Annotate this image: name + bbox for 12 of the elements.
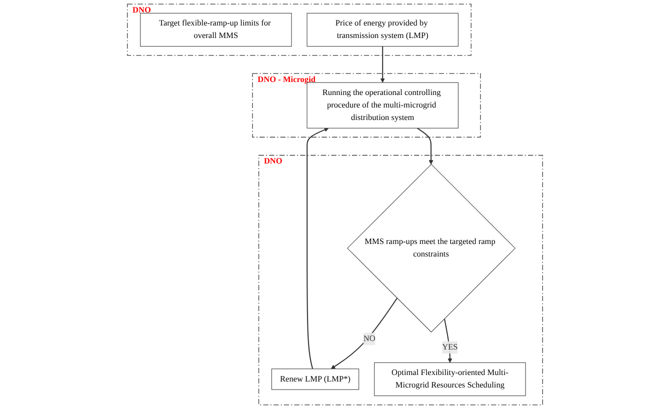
edge-label: YES: [442, 342, 458, 352]
arrow: [330, 298, 398, 370]
process-box: Renew LMP (LMP*): [271, 368, 360, 390]
arrow: [380, 46, 385, 83]
process-box: Price of energy provided by transmission system (LMP): [306, 12, 458, 47]
edge-label: NO: [363, 334, 376, 344]
process-box: Optimal Flexibility-oriented Multi-Microgrid Resources Scheduling: [374, 362, 526, 396]
arrow: [416, 128, 434, 165]
process-box: Running the operational controlling procedure of the multi-microgrid distribution system: [306, 82, 458, 128]
decision-diamond: MMS ramp-ups meet the targeted ramp constraints: [347, 164, 516, 332]
arrow: [306, 128, 329, 369]
process-box: Target flexible-ramp-up limits for overall MMS: [140, 12, 292, 47]
